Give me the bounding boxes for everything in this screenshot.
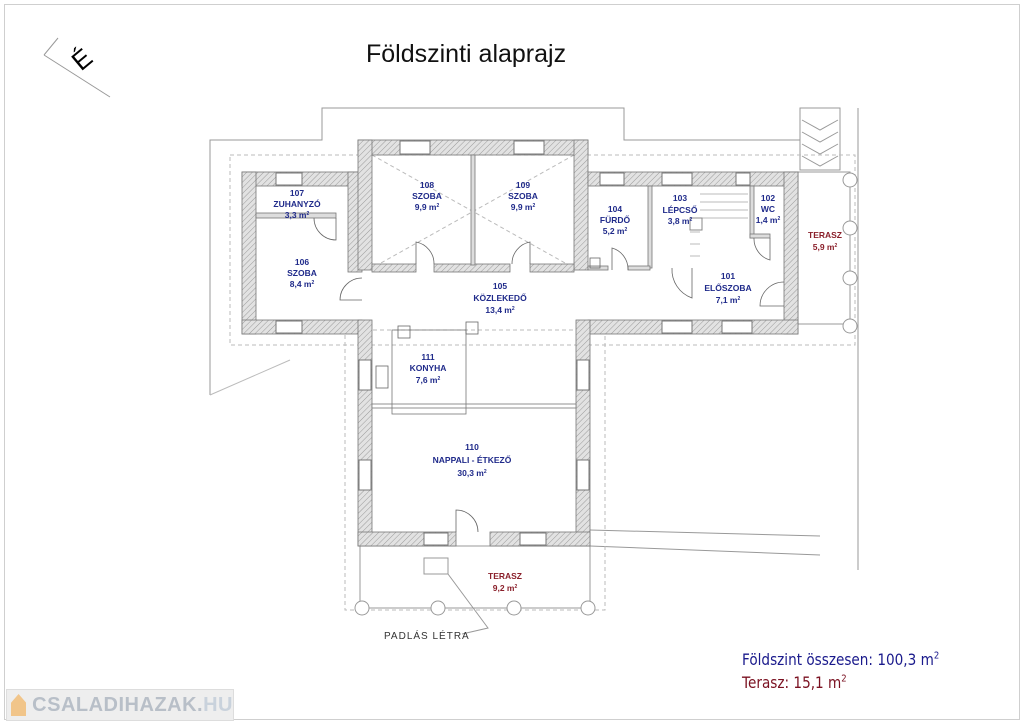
svg-text:107: 107 (290, 188, 304, 198)
svg-text:8,4 m2: 8,4 m2 (290, 279, 315, 289)
house-icon (11, 694, 27, 716)
svg-text:104: 104 (608, 204, 622, 214)
page-frame (4, 4, 1020, 720)
svg-text:9,9 m2: 9,9 m2 (511, 202, 536, 212)
svg-text:1,4 m2: 1,4 m2 (756, 215, 781, 225)
svg-text:110: 110 (465, 442, 479, 452)
stairs (689, 193, 748, 257)
svg-text:ELŐSZOBA: ELŐSZOBA (704, 282, 751, 293)
svg-text:30,3 m2: 30,3 m2 (457, 468, 486, 478)
svg-text:9,2 m2: 9,2 m2 (493, 583, 518, 593)
watermark-text: CSALADIHAZAK. (32, 693, 204, 716)
watermark-logo: CSALADIHAZAK.HU (6, 689, 234, 721)
svg-text:101: 101 (721, 271, 735, 281)
svg-text:3,3 m2: 3,3 m2 (285, 210, 310, 220)
svg-text:5,9 m2: 5,9 m2 (813, 242, 838, 252)
svg-text:7,6 m2: 7,6 m2 (416, 375, 441, 385)
svg-text:TERASZ: TERASZ (808, 230, 842, 240)
terrace-total: Terasz: 15,1 m2 (742, 673, 847, 692)
svg-text:108: 108 (420, 180, 434, 190)
watermark-suffix: HU (203, 693, 233, 716)
right-terrace (797, 171, 858, 334)
svg-text:KÖZLEKEDŐ: KÖZLEKEDŐ (473, 292, 527, 303)
svg-text:LÉPCSŐ: LÉPCSŐ (663, 204, 698, 215)
bottom-terrace (354, 545, 596, 635)
svg-text:ZUHANYZÓ: ZUHANYZÓ (273, 198, 321, 209)
svg-text:103: 103 (673, 193, 687, 203)
svg-text:WC: WC (761, 204, 775, 214)
ground-total: Földszint összesen: 100,3 m2 (742, 650, 940, 669)
north-arrow-icon: É (43, 37, 111, 98)
svg-text:SZOBA: SZOBA (412, 191, 442, 201)
attic-ladder-label: PADLÁS LÉTRA (384, 629, 470, 642)
svg-text:SZOBA: SZOBA (287, 268, 317, 278)
svg-text:NAPPALI - ÉTKEZŐ: NAPPALI - ÉTKEZŐ (433, 454, 512, 465)
site-outline (209, 107, 800, 395)
svg-text:TERASZ: TERASZ (488, 571, 522, 581)
svg-text:5,2 m2: 5,2 m2 (603, 226, 628, 236)
doors (313, 217, 785, 533)
partitions (255, 154, 771, 415)
svg-text:3,8 m2: 3,8 m2 (668, 216, 693, 226)
svg-text:105: 105 (493, 281, 507, 291)
terrace-label-right: TERASZ 5,9 m2 (808, 230, 842, 252)
terrace-label-bottom: TERASZ 9,2 m2 (488, 571, 522, 593)
windows (275, 140, 753, 546)
svg-text:111: 111 (421, 352, 435, 362)
svg-text:9,9 m2: 9,9 m2 (415, 202, 440, 212)
outer-stairs (799, 107, 841, 171)
svg-text:FÜRDŐ: FÜRDŐ (600, 214, 631, 225)
svg-text:13,4 m2: 13,4 m2 (485, 305, 514, 315)
svg-text:SZOBA: SZOBA (508, 191, 538, 201)
svg-text:102: 102 (761, 193, 775, 203)
svg-text:KONYHA: KONYHA (410, 363, 447, 373)
svg-text:106: 106 (295, 257, 309, 267)
svg-text:109: 109 (516, 180, 530, 190)
page-title: Földszinti alaprajz (366, 40, 567, 68)
svg-text:7,1 m2: 7,1 m2 (716, 295, 741, 305)
